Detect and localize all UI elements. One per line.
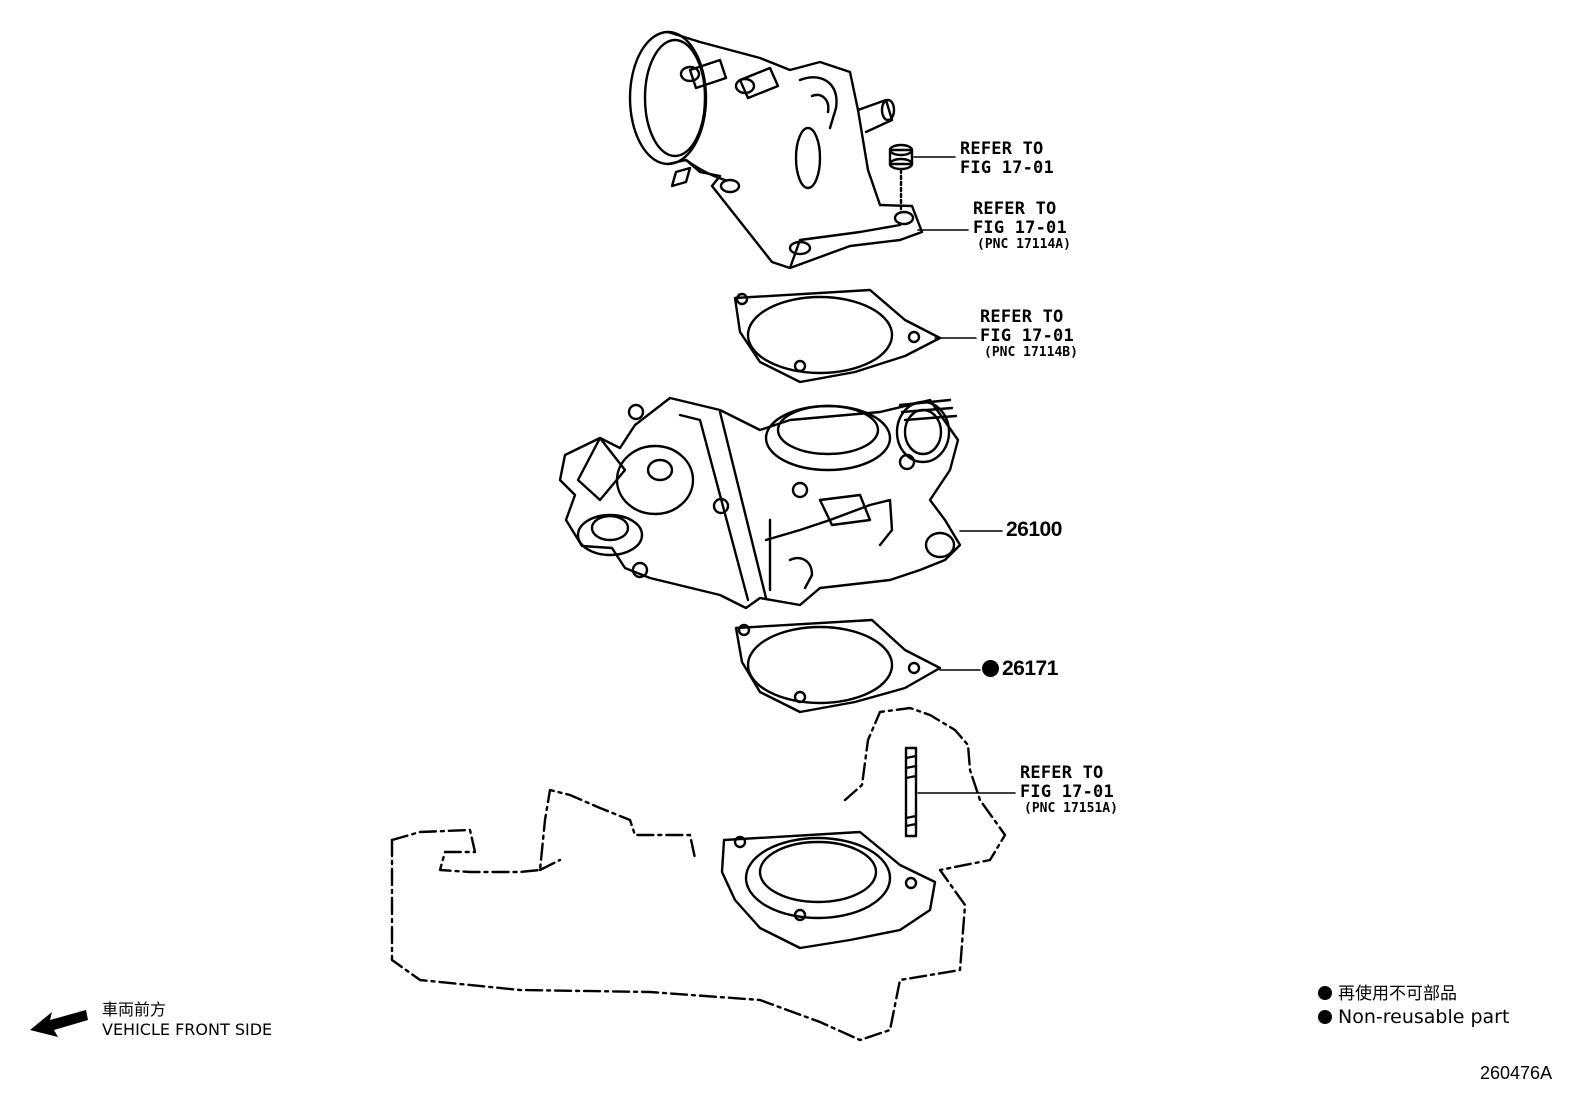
manifold-flange: [720, 830, 937, 950]
legend-dot: [1318, 1010, 1332, 1025]
callout-line1: REFER TO: [973, 199, 1057, 219]
vehicle-front-label: 車両前方 VEHICLE FRONT SIDE: [102, 1000, 272, 1040]
callout-pnc: (PNC 17114A): [977, 237, 1071, 253]
callout-pnc: (PNC 17114B): [984, 345, 1078, 361]
callout-air-inlet: REFER TO FIG 17-01 (PNC 17114A): [973, 199, 1071, 253]
leader-lines: [913, 156, 1016, 794]
throttle-body: [558, 396, 962, 610]
upper-gasket: [733, 288, 942, 384]
legend-en-row: Non-reusable part: [1318, 1005, 1509, 1030]
figure-code: 260476A: [1480, 1063, 1553, 1083]
legend-dot: [1318, 986, 1332, 1000]
callout-bolt: REFER TO FIG 17-01: [960, 139, 1054, 179]
callout-line1: REFER TO: [1020, 763, 1104, 783]
part-number-gasket: 26171: [982, 657, 1058, 681]
intake-manifold-phantom: [390, 706, 1007, 1042]
callout-line2: FIG 17-01: [973, 218, 1067, 239]
legend-jp-row: 再使用不可部品: [1318, 983, 1509, 1005]
part-number-throttle-body: 26100: [1006, 518, 1062, 541]
callout-line2: FIG 17-01: [1020, 782, 1114, 803]
vehicle-front-arrow: [30, 1010, 88, 1037]
callout-line2: FIG 17-01: [980, 326, 1074, 347]
bolt: [888, 143, 914, 212]
vehicle-front-en: VEHICLE FRONT SIDE: [102, 1020, 273, 1039]
legend: 再使用不可部品 Non-reusable part: [1318, 983, 1509, 1030]
callout-pnc: (PNC 17151A): [1024, 801, 1118, 817]
lower-gasket: [734, 618, 942, 714]
non-reusable-dot: [982, 660, 999, 677]
callout-line1: REFER TO: [980, 307, 1064, 327]
vehicle-front-jp: 車両前方: [102, 1000, 167, 1019]
callout-stud: REFER TO FIG 17-01 (PNC 17151A): [1020, 763, 1118, 817]
callout-upper-gasket: REFER TO FIG 17-01 (PNC 17114B): [980, 307, 1078, 361]
callout-line2: FIG 17-01: [960, 158, 1054, 179]
callout-line1: REFER TO: [960, 139, 1044, 159]
stud: [904, 746, 918, 838]
air-inlet-connector: [628, 30, 924, 270]
